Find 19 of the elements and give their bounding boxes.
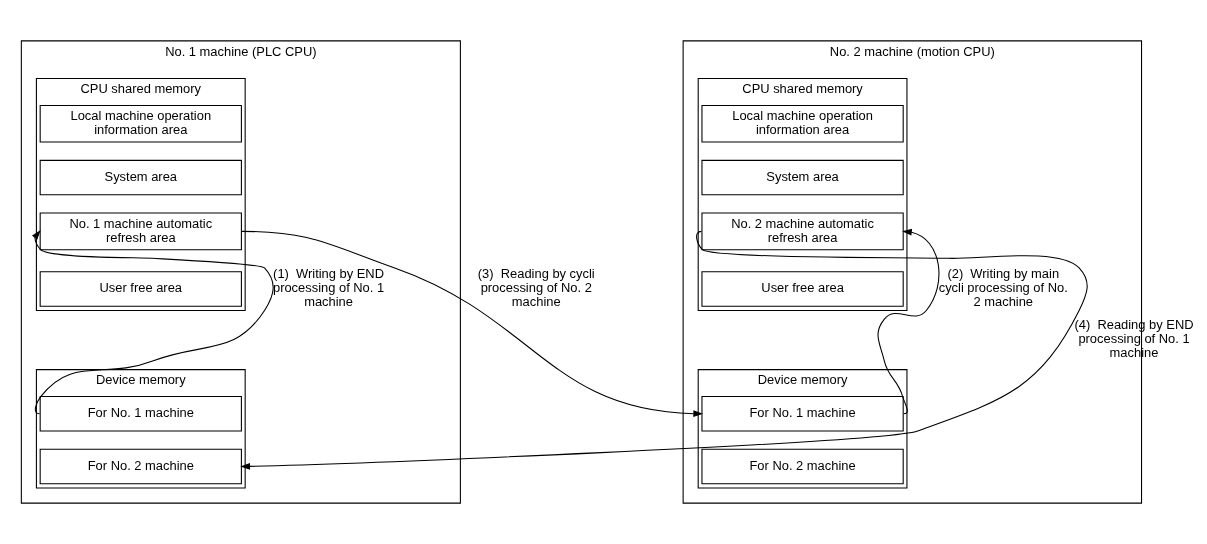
edge-label: (2) Writing by main cycli processing of No. 2 machine	[938, 266, 1068, 310]
arrow	[241, 230, 704, 418]
node-box: User free area	[701, 271, 904, 307]
node-box: System area	[701, 159, 904, 196]
node-box: No. 2 machine automatic refresh area	[701, 212, 904, 251]
node-box: For No. 2 machine	[39, 448, 242, 485]
node-box: For No. 1 machine	[701, 396, 904, 432]
node-box: No. 1 machine automatic refresh area	[39, 212, 242, 251]
arrow	[877, 228, 940, 415]
node-box: Local machine operation information area	[39, 104, 242, 143]
arrow	[31, 230, 274, 415]
node-box: System area	[39, 159, 242, 196]
edge-label: (3) Reading by cycli processing of No. 2 machine	[477, 266, 595, 310]
arrow	[240, 230, 1088, 470]
node-box: Local machine operation information area	[701, 104, 904, 143]
node-box: For No. 1 machine	[39, 396, 242, 432]
node-box: For No. 2 machine	[701, 448, 904, 485]
edge-label: (1) Writing by END processing of No. 1 machine	[272, 266, 385, 310]
node-box: User free area	[39, 271, 242, 307]
